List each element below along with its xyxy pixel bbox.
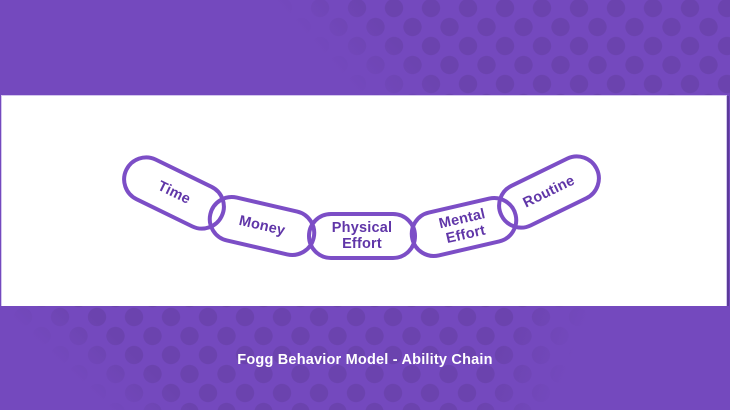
chain-link-label: Physical Effort — [331, 219, 393, 252]
bottom-banner: Fogg Behavior Model - Ability Chain — [0, 306, 730, 410]
diagram-panel: Time Money Physical Effort Mental Effort… — [2, 96, 726, 306]
chain-link-money: Money — [203, 190, 321, 262]
chain-link-physical-effort: Physical Effort — [307, 212, 417, 260]
caption-text: Fogg Behavior Model - Ability Chain — [237, 352, 493, 368]
chain-link-label: Money — [237, 212, 287, 239]
chain-link-label: Time — [155, 178, 194, 208]
chain-link-routine: Routine — [489, 146, 609, 238]
top-banner — [0, 0, 730, 96]
chain-link-label: Routine — [520, 172, 578, 212]
